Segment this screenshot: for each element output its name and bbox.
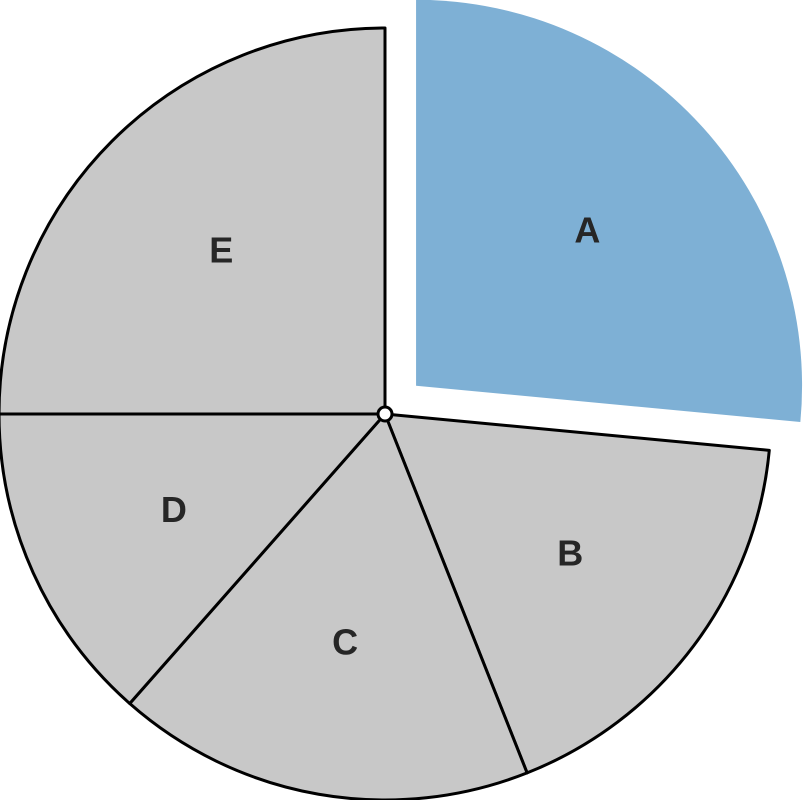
pie-label-d: D [161, 489, 187, 530]
pie-slice-d [0, 412, 387, 706]
pie-label-a: A [574, 209, 600, 250]
pie-label-c: C [332, 622, 358, 663]
pie-labels: A B C D E [161, 209, 600, 662]
pie-slice-e [0, 26, 387, 416]
pie-label-e: E [209, 230, 233, 271]
pie-slice-b [383, 412, 771, 775]
pie-label-b: B [557, 533, 583, 574]
pie-center-marker [376, 405, 394, 423]
pie-slice-a [416, 0, 803, 423]
pie-slice-c [128, 412, 529, 800]
